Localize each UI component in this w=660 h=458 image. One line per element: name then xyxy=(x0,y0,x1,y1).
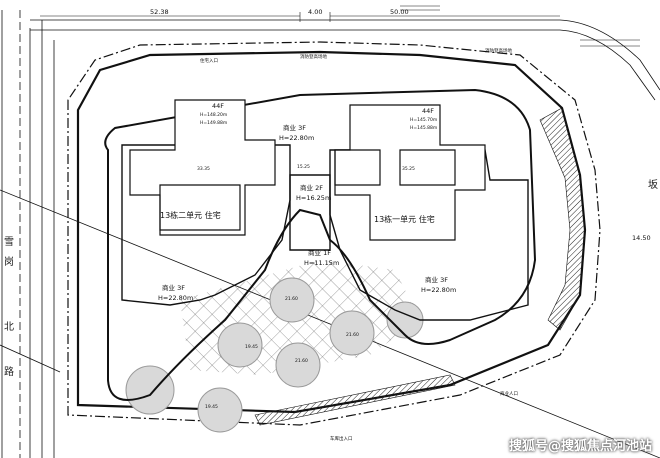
commercial-label-4: 商业 3F xyxy=(162,283,185,292)
top-dimension-marks xyxy=(40,12,560,22)
ref-level-1: 15.25 xyxy=(297,164,310,170)
tower1-height2: H=145.88m xyxy=(410,125,437,131)
road-char-2: 岗 xyxy=(4,256,14,268)
slope-south xyxy=(254,374,456,426)
commercial-height-3: H=11.15m xyxy=(304,259,339,267)
dim-top-mid: 4.00 xyxy=(308,8,322,16)
fire-road-label-2: 消防登高场地 xyxy=(300,53,327,60)
commercial-height-2: H=16.25m xyxy=(296,194,331,202)
tower2-height2: H=149.88m xyxy=(200,120,227,126)
tower2-name: 13栋二单元 住宅 xyxy=(160,210,221,220)
dim-top-right: 50.00 xyxy=(390,8,409,16)
commercial-label-3: 商业 1F xyxy=(308,248,331,257)
west-road xyxy=(1,10,55,458)
road-char-4: 路 xyxy=(4,365,14,378)
commercial-height-5: H=22.80m xyxy=(421,286,456,294)
entrance-label-2: 商业人口 xyxy=(500,390,518,397)
commercial-height-1: H=22.80m xyxy=(279,134,314,142)
tower2-floors: 44F xyxy=(212,102,224,110)
spot-level-2: 21.60 xyxy=(346,332,359,338)
fire-lane xyxy=(104,88,537,401)
ref-level-3: 35.25 xyxy=(402,166,415,172)
legend-ticks xyxy=(400,5,640,47)
watermark: 搜狐号@搜狐焦点河池站 xyxy=(508,439,652,454)
spot-level-5: 19.45 xyxy=(205,404,218,410)
commercial-height-4: H=22.80m xyxy=(158,294,193,302)
slope-east xyxy=(539,107,586,331)
tower-unit1 xyxy=(334,104,486,241)
commercial-label-2: 商业 2F xyxy=(300,183,323,192)
spot-level-1: 21.60 xyxy=(285,296,298,302)
north-road xyxy=(30,19,660,101)
ref-level-2: 33.35 xyxy=(197,166,210,172)
tower1-floors: 44F xyxy=(422,107,434,115)
dim-top-left: 52.38 xyxy=(150,8,169,16)
commercial-label-5: 商业 3F xyxy=(425,275,448,284)
road-char-1: 雪 xyxy=(4,236,14,248)
entrance-label: 车库出入口 xyxy=(330,435,353,442)
entry-label: 住宅入口 xyxy=(200,57,218,64)
spot-level-4: 19.45 xyxy=(245,344,258,350)
spot-level-3: 21.60 xyxy=(295,358,308,364)
commercial-label-1: 商业 3F xyxy=(283,123,306,132)
tower1-height: H=145.70m xyxy=(410,117,437,123)
fire-road-label: 消防登高场地 xyxy=(485,47,512,54)
road-east-label: 坂 xyxy=(648,179,658,191)
site-boundary xyxy=(67,41,601,426)
landscape-trees xyxy=(125,277,424,433)
dim-right-side: 14.50 xyxy=(632,234,651,242)
podium-outline xyxy=(121,144,529,321)
road-char-3: 北 xyxy=(4,321,14,333)
tower-unit2 xyxy=(129,99,276,236)
tower1-name: 13栋一单元 住宅 xyxy=(374,214,435,224)
tower2-height: H=148.20m xyxy=(200,112,227,118)
